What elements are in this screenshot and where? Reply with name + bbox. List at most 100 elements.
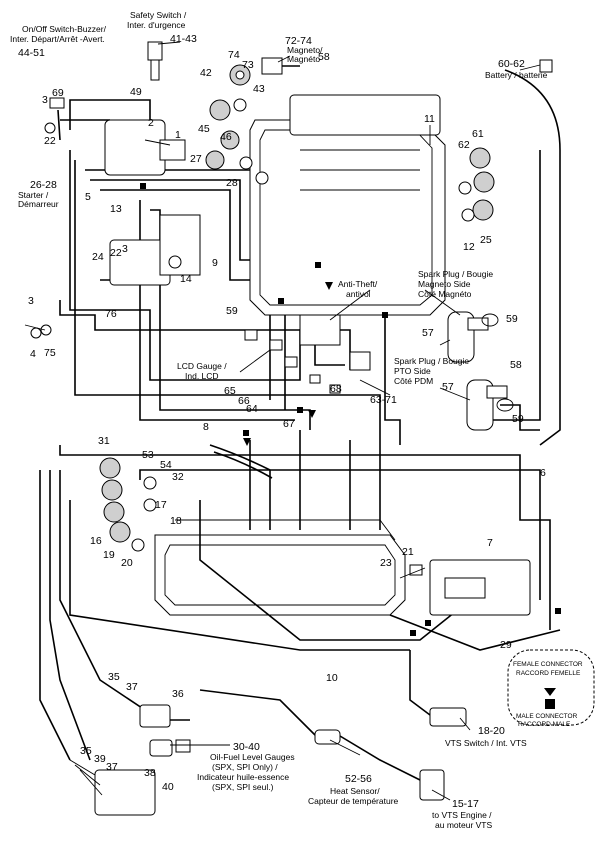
heat-sensor [199, 689, 341, 745]
spark-plug-caps [447, 311, 540, 431]
callout-61: 61 [472, 128, 484, 140]
label-female-connector: FEMALE CONNECTOR [513, 661, 583, 668]
callout-57a: 57 [422, 327, 434, 339]
label-starter-fr: Démarreur [18, 199, 59, 209]
label-on-off-switch-fr: Inter. Départ/Arrêt -Avert. [10, 34, 105, 44]
callout-5: 5 [85, 191, 91, 203]
electrical-box [249, 94, 446, 316]
label-spx-spi-seul: (SPX, SPI seul.) [212, 782, 274, 792]
callout-41-43: 41-43 [170, 33, 197, 45]
label-vts-switch: VTS Switch / Int. VTS [445, 738, 527, 748]
callout-31: 31 [98, 435, 110, 447]
callout-52-56: 52-56 [345, 773, 372, 785]
label-au-moteur-vts: au moteur VTS [435, 820, 492, 830]
label-male-connector: MALE CONNECTOR [516, 713, 578, 720]
label-magneto-side: Magneto Side [418, 279, 471, 289]
label-to-vts-engine: to VTS Engine / [432, 810, 492, 820]
label-magneto: Magneto/ [287, 45, 323, 55]
callout-16: 16 [90, 535, 102, 547]
callout-37a: 37 [126, 681, 138, 693]
lcd-gauge-harness [244, 314, 371, 394]
callout-74: 74 [228, 49, 240, 61]
callout-64: 64 [246, 403, 258, 415]
bracket-21 [409, 564, 423, 576]
label-raccord-male: RACCORD MALE [518, 721, 571, 728]
callout-27: 27 [190, 153, 202, 165]
label-safety-switch: Safety Switch / [130, 10, 187, 20]
connector-36 [139, 704, 171, 728]
callout-66: 66 [238, 395, 250, 407]
callout-58a: 58 [318, 51, 330, 63]
callout-45: 45 [198, 123, 210, 135]
callout-29: 29 [500, 639, 512, 651]
callout-76: 76 [105, 308, 117, 320]
callout-73: 73 [242, 59, 254, 71]
female-connector-symbol [544, 688, 556, 696]
callout-20: 20 [121, 557, 133, 569]
callout-1: 1 [175, 129, 181, 141]
callout-42: 42 [200, 67, 212, 79]
label-safety-switch-fr: Inter. d'urgence [127, 20, 186, 30]
callout-13: 13 [110, 203, 122, 215]
label-indicateur-huile: Indicateur huile-essence [197, 772, 289, 782]
callout-2: 2 [148, 117, 154, 129]
callout-25: 25 [480, 234, 492, 246]
label-pto-side: PTO Side [394, 366, 431, 376]
callout-15-17: 15-17 [452, 798, 479, 810]
callout-26-28: 26-28 [30, 179, 57, 191]
callout-49: 49 [130, 86, 142, 98]
callout-18: 18 [170, 515, 182, 527]
upper-caps [30, 64, 495, 339]
callout-14: 14 [180, 273, 192, 285]
callout-60-62: 60-62 [498, 58, 525, 70]
label-on-off-switch: On/Off Switch-Buzzer/ [22, 24, 107, 34]
label-heat-sensor: Heat Sensor/ [330, 786, 380, 796]
box-cover-top [289, 94, 441, 136]
label-capteur-temperature: Capteur de température [308, 796, 399, 806]
callout-6: 6 [540, 467, 546, 479]
callout-40: 40 [162, 781, 174, 793]
label-cote-magneto: Côté Magnéto [418, 289, 472, 299]
label-spark-plug-magneto: Spark Plug / Bougie [418, 269, 493, 279]
label-battery: Battery / batterie [485, 70, 548, 80]
callout-17: 17 [155, 499, 167, 511]
label-magneto-fr: Magnéto [287, 54, 320, 64]
callout-46: 46 [220, 131, 232, 143]
callout-72-74: 72-74 [285, 35, 312, 47]
callout-37b: 37 [106, 761, 118, 773]
lower-caps [99, 457, 157, 552]
vts-switch-connector [429, 707, 467, 727]
callout-32: 32 [172, 471, 184, 483]
connector-40 [94, 769, 156, 816]
callout-69: 69 [52, 87, 64, 99]
callout-11: 11 [424, 113, 435, 125]
bolt-23 [399, 567, 426, 579]
male-connector-symbol [545, 699, 555, 709]
magneto-connector [261, 57, 300, 75]
battery-cable [504, 59, 561, 446]
leader-lines [24, 41, 541, 801]
module-29 [429, 559, 531, 616]
relay-assembly [104, 119, 201, 286]
cable-8 [209, 444, 271, 471]
callout-62: 62 [458, 139, 470, 151]
callout-10: 10 [326, 672, 338, 684]
callout-9: 9 [212, 257, 218, 269]
connector-legend [507, 649, 595, 726]
label-antivol: antivol [346, 289, 371, 299]
safety-switch [147, 41, 163, 81]
callout-3b: 3 [122, 243, 128, 255]
callout-4: 4 [30, 348, 36, 360]
label-spx-spi-only: (SPX, SPI Only) / [212, 762, 278, 772]
callout-18-20: 18-20 [478, 725, 505, 737]
callout-23: 23 [380, 557, 392, 569]
callout-8: 8 [203, 421, 209, 433]
callout-35b: 35 [80, 745, 92, 757]
callouts: On/Off Switch-Buzzer/ Inter. Départ/Arrê… [10, 10, 583, 830]
callout-22a: 22 [44, 135, 56, 147]
label-starter: Starter / [18, 190, 49, 200]
callout-67: 67 [283, 418, 295, 430]
callout-59c: 59 [512, 413, 524, 425]
